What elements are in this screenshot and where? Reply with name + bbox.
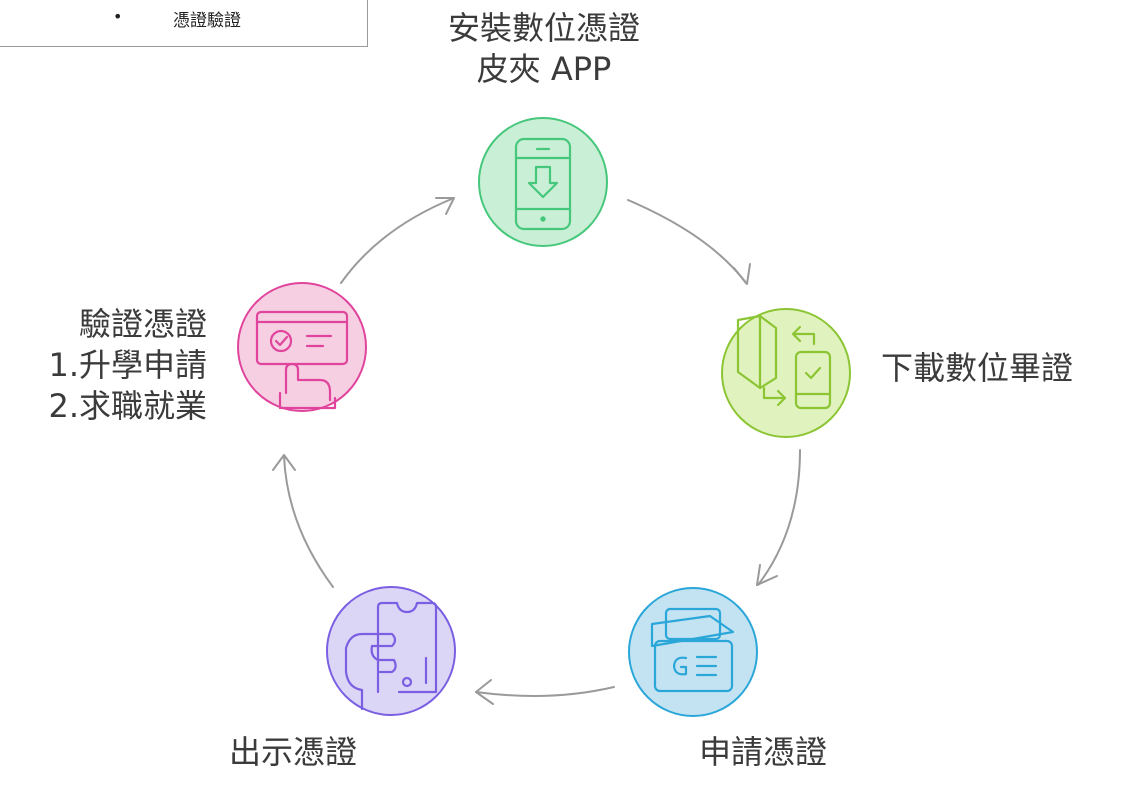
step-label-present-line1: 出示憑證 <box>229 733 358 771</box>
node-present <box>326 586 456 716</box>
arrow-install-to-download <box>627 199 747 284</box>
arrowhead-verify-to-install <box>435 197 455 215</box>
arrow-apply-to-present <box>475 686 615 697</box>
step-label-download: 下載數位畢證 <box>881 348 1073 389</box>
legend-text: 憑證驗證 <box>173 11 241 31</box>
node-install <box>478 117 608 247</box>
step-label-install-line2: 皮夾 APP <box>476 50 612 88</box>
arrowhead-download-to-apply <box>756 564 778 586</box>
step-label-install: 安裝數位憑證 皮夾 APP <box>424 8 664 90</box>
arrowhead-present-to-verify <box>272 454 296 471</box>
step-label-verify-line3: 2.求職就業 <box>48 387 207 425</box>
step-label-verify-line2: 1.升學申請 <box>48 346 207 384</box>
arrowhead-apply-to-present <box>475 679 494 705</box>
step-label-download-line1: 下載數位畢證 <box>881 349 1074 387</box>
hand-card-icon <box>344 601 438 711</box>
arrow-download-to-apply <box>757 449 801 586</box>
arrowhead-install-to-download <box>733 263 751 285</box>
hand-verify-screen-icon <box>255 310 349 410</box>
legend-bullet: • <box>113 7 123 26</box>
step-label-apply: 申請憑證 <box>699 732 827 773</box>
transfer-phone-icon <box>736 314 832 410</box>
step-label-verify: 驗證憑證 1.升學申請 2.求職就業 <box>2 304 207 427</box>
node-verify <box>237 282 367 412</box>
legend-box: • 憑證驗證 <box>0 0 368 47</box>
arrow-verify-to-install <box>340 197 455 284</box>
phone-download-icon <box>514 137 572 231</box>
id-cards-icon <box>650 607 735 693</box>
step-label-verify-line1: 驗證憑證 <box>78 305 207 343</box>
step-label-apply-line1: 申請憑證 <box>699 733 828 771</box>
step-label-install-line1: 安裝數位憑證 <box>447 9 640 47</box>
node-download <box>721 308 851 438</box>
node-apply <box>628 587 758 717</box>
step-label-present: 出示憑證 <box>229 732 357 773</box>
arrow-present-to-verify <box>283 455 334 588</box>
